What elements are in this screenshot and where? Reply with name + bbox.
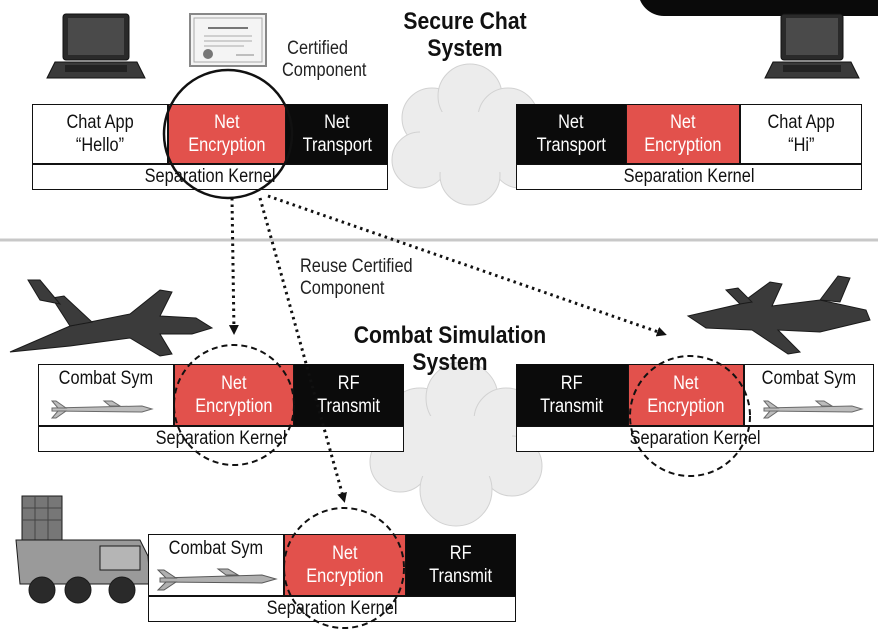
net-encryption-line1: Net bbox=[332, 543, 358, 564]
rf-transmit-line2: Transmit bbox=[429, 566, 493, 587]
rf-transmit-line2: Transmit bbox=[540, 396, 604, 417]
net-encryption-cell: Net Encryption bbox=[626, 104, 740, 164]
separation-kernel-label: Separation Kernel bbox=[155, 428, 287, 449]
rf-transmit-cell: RF Transmit bbox=[406, 534, 516, 596]
net-transport-line1: Net bbox=[324, 112, 350, 133]
reused-component-circle bbox=[629, 355, 751, 477]
combat-sym-label: Combat Sym bbox=[58, 368, 154, 389]
rf-transmit-line2: Transmit bbox=[317, 396, 381, 417]
reuse-certified-note: Reuse Certified Component bbox=[300, 256, 413, 300]
net-transport-line1: Net bbox=[558, 112, 584, 133]
certificate-icon bbox=[189, 13, 267, 67]
chat-app-label: Chat App bbox=[767, 112, 835, 133]
chat-app-hi-cell: Chat App “Hi” bbox=[740, 104, 862, 164]
reuse-arrow-bottom bbox=[258, 197, 347, 503]
net-encryption-line2: Encryption bbox=[644, 135, 722, 156]
reuse-arrow-left bbox=[228, 197, 239, 335]
net-encryption-line2: Encryption bbox=[195, 396, 273, 417]
fighter-jet-left-icon bbox=[9, 279, 214, 357]
certified-note-line2: Component bbox=[282, 60, 367, 81]
title-secure-chat-line2: System bbox=[427, 35, 503, 62]
chat-app-message: “Hi” bbox=[787, 135, 815, 156]
fighter-jet-right-icon bbox=[686, 275, 871, 355]
separation-kernel-bar: Separation Kernel bbox=[32, 164, 388, 190]
certified-component-circle bbox=[162, 68, 294, 200]
rf-transmit-cell: RF Transmit bbox=[294, 364, 404, 426]
reused-component-circle bbox=[283, 507, 405, 629]
separation-kernel-label: Separation Kernel bbox=[266, 598, 398, 619]
separation-kernel-label: Separation Kernel bbox=[629, 428, 761, 449]
net-encryption-cell: Net Encryption bbox=[174, 364, 294, 426]
separation-kernel-bar: Separation Kernel bbox=[38, 426, 404, 452]
net-encryption-line1: Net bbox=[673, 373, 699, 394]
missile-icon bbox=[50, 400, 154, 419]
missile-icon bbox=[762, 400, 864, 419]
launcher-truck-icon bbox=[15, 495, 151, 604]
net-encryption-line2: Encryption bbox=[188, 135, 266, 156]
reuse-arrow-right bbox=[267, 194, 667, 337]
net-transport-line2: Transport bbox=[536, 135, 606, 156]
net-encryption-line2: Encryption bbox=[647, 396, 725, 417]
net-encryption-line1: Net bbox=[670, 112, 696, 133]
separation-kernel-bar: Separation Kernel bbox=[516, 426, 874, 452]
reused-component-circle bbox=[173, 344, 295, 466]
combat-sym-label: Combat Sym bbox=[168, 538, 264, 559]
rf-transmit-line1: RF bbox=[450, 543, 472, 564]
reuse-note-line1: Reuse Certified bbox=[300, 256, 413, 277]
title-combat-line2: System bbox=[412, 349, 488, 376]
net-transport-cell: Net Transport bbox=[516, 104, 626, 164]
net-encryption-line1: Net bbox=[221, 373, 247, 394]
net-encryption-line2: Encryption bbox=[306, 566, 384, 587]
chat-app-message: “Hello” bbox=[75, 135, 125, 156]
combat-sym-cell: Combat Sym bbox=[38, 364, 174, 426]
reuse-note-line2: Component bbox=[300, 278, 385, 299]
title-combat-simulation: Combat Simulation System bbox=[344, 322, 555, 376]
laptop-left-icon bbox=[46, 13, 146, 79]
rf-transmit-line1: RF bbox=[338, 373, 360, 394]
title-combat-line1: Combat Simulation bbox=[353, 322, 547, 349]
laptop-right-icon bbox=[764, 13, 860, 79]
certified-note-line1: Certified bbox=[287, 38, 349, 59]
title-secure-chat: Secure Chat System bbox=[390, 8, 540, 62]
net-transport-cell: Net Transport bbox=[286, 104, 388, 164]
separation-kernel-bar: Separation Kernel bbox=[148, 596, 516, 622]
combat-sym-label: Combat Sym bbox=[761, 368, 857, 389]
rf-transmit-cell: RF Transmit bbox=[516, 364, 628, 426]
separation-kernel-bar: Separation Kernel bbox=[516, 164, 862, 190]
missile-icon bbox=[156, 568, 278, 591]
certified-component-note: Certified Component bbox=[282, 38, 366, 82]
title-secure-chat-line1: Secure Chat bbox=[403, 8, 527, 35]
net-transport-line2: Transport bbox=[302, 135, 372, 156]
chat-app-label: Chat App bbox=[66, 112, 134, 133]
chat-app-hello-cell: Chat App “Hello” bbox=[32, 104, 168, 164]
rf-transmit-line1: RF bbox=[561, 373, 583, 394]
separation-kernel-label: Separation Kernel bbox=[623, 166, 755, 187]
corner-tab bbox=[638, 0, 878, 16]
net-encryption-cell: Net Encryption bbox=[168, 104, 286, 164]
net-encryption-cell: Net Encryption bbox=[284, 534, 406, 596]
net-encryption-line1: Net bbox=[214, 112, 240, 133]
